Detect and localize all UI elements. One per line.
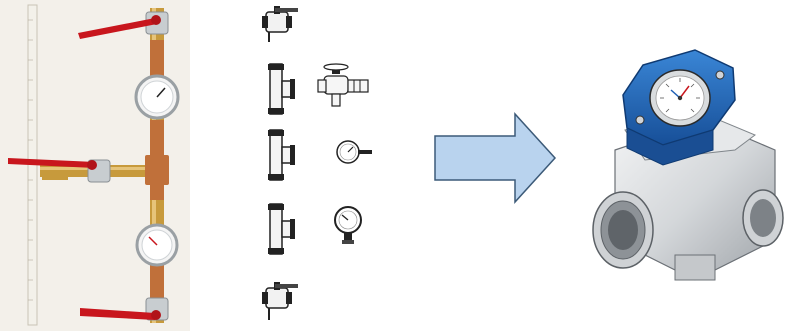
thermostatic-valve-icon xyxy=(317,63,369,107)
upper-gauge xyxy=(134,74,180,120)
tee-fitting-icon xyxy=(268,129,295,181)
thermometer-icon xyxy=(336,140,372,164)
pressure-gauge-icon xyxy=(334,206,362,244)
top-ball-valve xyxy=(78,11,169,39)
photo-assembly xyxy=(0,0,190,331)
component-icons xyxy=(262,6,372,320)
temperature-gauge xyxy=(649,69,711,127)
middle-tee xyxy=(8,155,169,185)
bottom-ball-valve xyxy=(80,297,169,321)
ball-valve-icon xyxy=(262,282,298,320)
bottom-port xyxy=(674,254,716,281)
ball-valve-icon xyxy=(262,6,298,42)
tee-fitting-icon xyxy=(268,203,295,255)
lower-gauge xyxy=(135,223,179,267)
tee-fitting-icon xyxy=(268,63,295,115)
compact-valve-render xyxy=(592,49,784,281)
arrow-right-icon xyxy=(434,112,557,204)
left-port xyxy=(592,191,654,269)
right-port xyxy=(742,189,784,247)
